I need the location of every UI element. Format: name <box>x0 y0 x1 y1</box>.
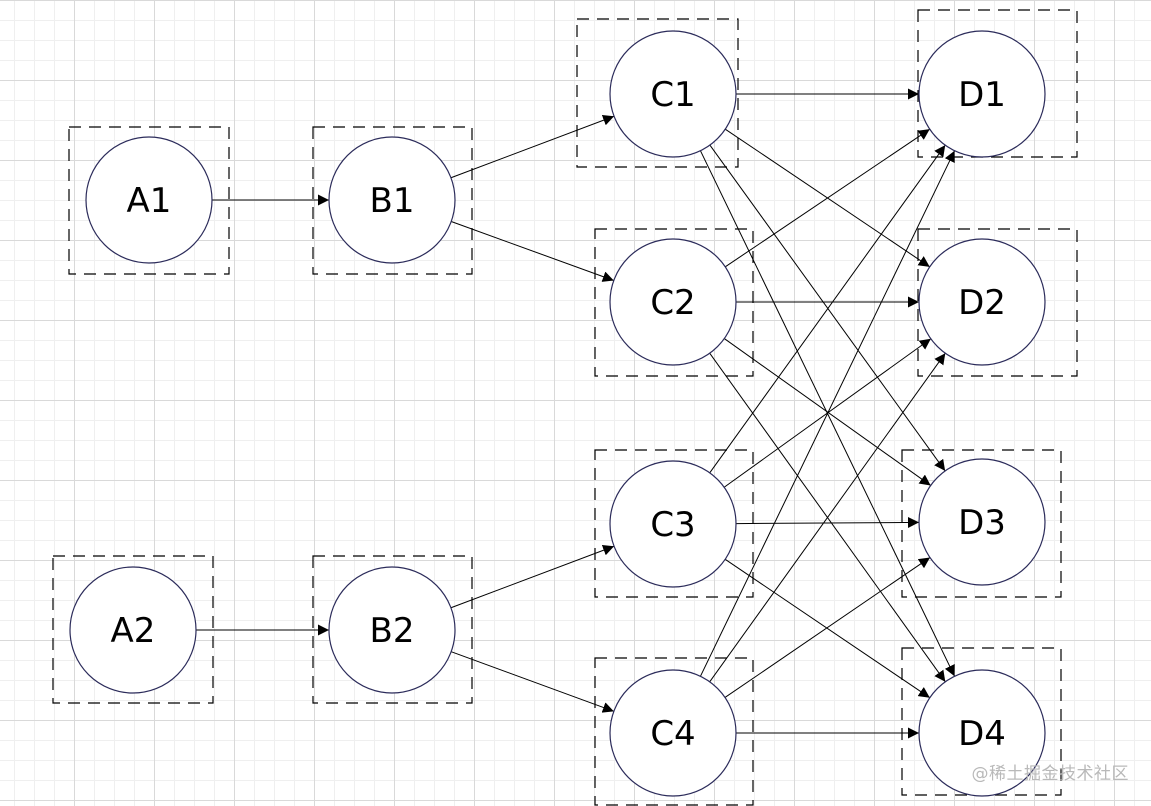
edge-c4-d2 <box>709 352 946 683</box>
node-b2[interactable]: B2 <box>328 566 456 694</box>
edge-c2-d3 <box>724 338 931 486</box>
node-circle-a2[interactable] <box>69 566 197 694</box>
node-circle-d3[interactable] <box>918 458 1046 586</box>
node-label-d4: D4 <box>958 714 1006 754</box>
node-circle-c4[interactable] <box>609 669 737 797</box>
node-d3[interactable]: D3 <box>918 458 1046 586</box>
node-b1[interactable]: B1 <box>328 136 456 264</box>
edge-c4-d1 <box>699 150 956 677</box>
node-d1[interactable]: D1 <box>918 30 1046 158</box>
node-circle-d4[interactable] <box>918 669 1046 797</box>
node-label-c4: C4 <box>650 714 695 754</box>
edge-c3-d1 <box>709 144 946 474</box>
node-circle-c2[interactable] <box>609 238 737 366</box>
node-label-b2: B2 <box>370 611 415 651</box>
node-box-d1 <box>917 9 1078 158</box>
node-box-d3 <box>901 449 1062 598</box>
edge-b2-c3 <box>450 544 615 609</box>
node-a1[interactable]: A1 <box>85 136 213 264</box>
node-label-d3: D3 <box>958 503 1006 543</box>
node-circle-b2[interactable] <box>328 566 456 694</box>
edge-b1-c1 <box>450 114 615 179</box>
node-box-c1 <box>576 18 739 168</box>
edge-b2-c4 <box>450 651 615 713</box>
edge-c1-d3 <box>709 144 946 472</box>
node-label-d2: D2 <box>958 283 1006 323</box>
node-box-a1 <box>68 126 230 275</box>
node-circle-d2[interactable] <box>918 238 1046 366</box>
node-d4[interactable]: D4 <box>918 669 1046 797</box>
node-box-b2 <box>312 555 473 704</box>
node-label-c1: C1 <box>650 75 695 115</box>
node-circle-c3[interactable] <box>609 460 737 588</box>
node-label-a2: A2 <box>111 611 156 651</box>
node-label-c2: C2 <box>650 283 695 323</box>
edge-c3-d4 <box>724 558 931 699</box>
node-circle-c1[interactable] <box>609 30 737 158</box>
edge-c4-d3 <box>724 557 931 698</box>
node-box-c4 <box>594 657 754 806</box>
node-c4[interactable]: C4 <box>609 669 737 797</box>
node-label-d1: D1 <box>958 75 1006 115</box>
edge-c3-d3 <box>735 516 920 528</box>
node-box-b1 <box>312 126 473 275</box>
node-circle-b1[interactable] <box>328 136 456 264</box>
edge-b1-c2 <box>451 221 614 282</box>
node-circle-a1[interactable] <box>85 136 213 264</box>
node-label-b1: B1 <box>370 181 415 221</box>
node-c2[interactable]: C2 <box>609 238 737 366</box>
node-c1[interactable]: C1 <box>609 30 737 158</box>
watermark-text: @稀土掘金技术社区 <box>971 764 1129 784</box>
node-d2[interactable]: D2 <box>918 238 1046 366</box>
node-label-c3: C3 <box>650 505 695 545</box>
node-c3[interactable]: C3 <box>609 460 737 588</box>
node-box-a2 <box>52 555 214 704</box>
node-circle-d1[interactable] <box>918 30 1046 158</box>
node-label-a1: A1 <box>127 181 172 221</box>
edge-c2-d1 <box>724 128 931 268</box>
node-a2[interactable]: A2 <box>69 566 197 694</box>
node-box-d2 <box>917 228 1078 377</box>
